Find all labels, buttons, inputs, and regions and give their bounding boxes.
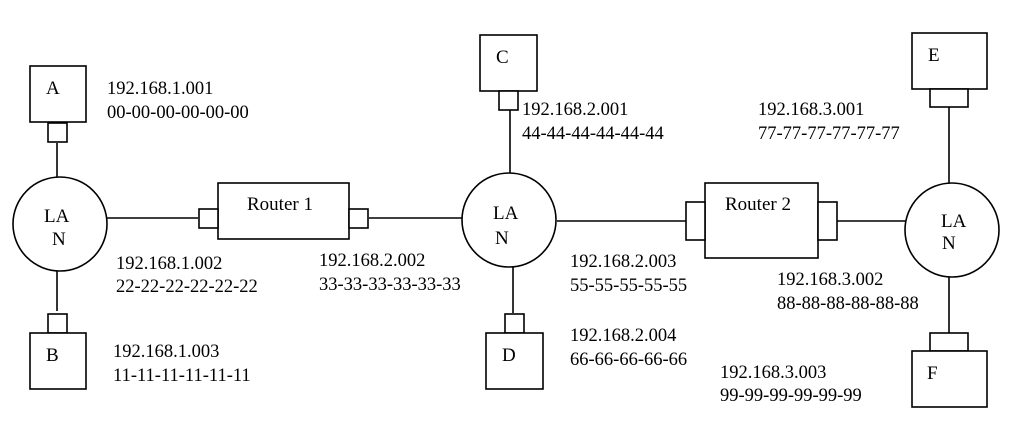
host-d-box[interactable]: [485, 332, 544, 390]
router-1-label: Router 1: [247, 194, 313, 215]
host-a[interactable]: A: [29, 65, 87, 143]
router-2-label: Router 2: [725, 194, 791, 215]
lan1-label-line1: LA: [44, 206, 70, 227]
router-1-left-port: [198, 208, 219, 229]
host-c-label: C: [496, 47, 509, 68]
host-f-box[interactable]: [911, 350, 988, 408]
host-f[interactable]: F: [911, 332, 988, 408]
host-b-box[interactable]: [29, 332, 87, 390]
host-a-label: A: [46, 78, 60, 99]
host-c[interactable]: C: [479, 34, 538, 111]
host-d-nic: [504, 313, 525, 334]
host-a-nic: [47, 122, 68, 143]
host-b-mac: 11-11-11-11-11-11: [113, 366, 251, 386]
lan3-label-line2: N: [942, 233, 956, 254]
host-c-mac: 44-44-44-44-44-44: [522, 124, 664, 144]
host-e-label: E: [928, 45, 940, 66]
lan2-circle[interactable]: [461, 172, 557, 268]
lan3-label-line1: LA: [941, 211, 967, 232]
router-1-right-mac: 33-33-33-33-33-33: [319, 275, 461, 295]
host-e-mac: 77-77-77-77-77-77: [758, 124, 900, 144]
router-2-right-ip: 192.168.3.002: [777, 270, 883, 290]
host-d[interactable]: D: [485, 313, 544, 390]
host-e-nic: [929, 88, 969, 108]
host-f-nic: [929, 332, 969, 352]
router-1-left-ip: 192.168.1.002: [116, 254, 222, 274]
host-f-ip: 192.168.3.003: [720, 363, 826, 383]
lan2-label-line1: LA: [493, 203, 519, 224]
host-d-ip: 192.168.2.004: [570, 326, 676, 346]
lan3[interactable]: LA N: [904, 182, 1000, 278]
host-c-ip: 192.168.2.001: [522, 100, 628, 120]
host-d-mac: 66-66-66-66-66: [570, 350, 687, 370]
router-2-left-mac: 55-55-55-55-55: [570, 276, 687, 296]
router-2-right-mac: 88-88-88-88-88-88: [777, 294, 919, 314]
host-f-mac: 99-99-99-99-99-99: [720, 386, 862, 406]
router-2-right-port: [817, 201, 838, 241]
host-e-box[interactable]: [911, 32, 988, 90]
lan1[interactable]: LA N: [12, 176, 108, 272]
host-b[interactable]: B: [29, 313, 87, 390]
host-b-ip: 192.168.1.003: [113, 342, 219, 362]
router-2-left-port: [685, 201, 706, 241]
router-2-left-ip: 192.168.2.003: [570, 252, 676, 272]
lan1-circle[interactable]: [12, 176, 108, 272]
lan2-label-line2: N: [495, 228, 509, 249]
router-1-right-port: [348, 208, 369, 229]
lan2[interactable]: LA N: [461, 172, 557, 268]
lan3-circle[interactable]: [904, 182, 1000, 278]
router-1[interactable]: Router 1: [198, 182, 369, 240]
router-1-left-mac: 22-22-22-22-22-22: [116, 277, 258, 297]
host-e-ip: 192.168.3.001: [758, 100, 864, 120]
host-e[interactable]: E: [911, 32, 988, 108]
lan1-label-line2: N: [52, 229, 66, 250]
host-a-ip: 192.168.1.001: [107, 79, 213, 99]
host-d-label: D: [502, 345, 516, 366]
router-1-right-ip: 192.168.2.002: [319, 251, 425, 271]
host-b-label: B: [46, 345, 59, 366]
host-a-box[interactable]: [29, 65, 87, 123]
router-2[interactable]: Router 2: [685, 182, 838, 259]
host-f-label: F: [927, 363, 938, 384]
links: [56, 107, 950, 333]
host-b-nic: [47, 313, 68, 334]
host-a-mac: 00-00-00-00-00-00: [107, 103, 249, 123]
host-c-nic: [498, 90, 519, 111]
